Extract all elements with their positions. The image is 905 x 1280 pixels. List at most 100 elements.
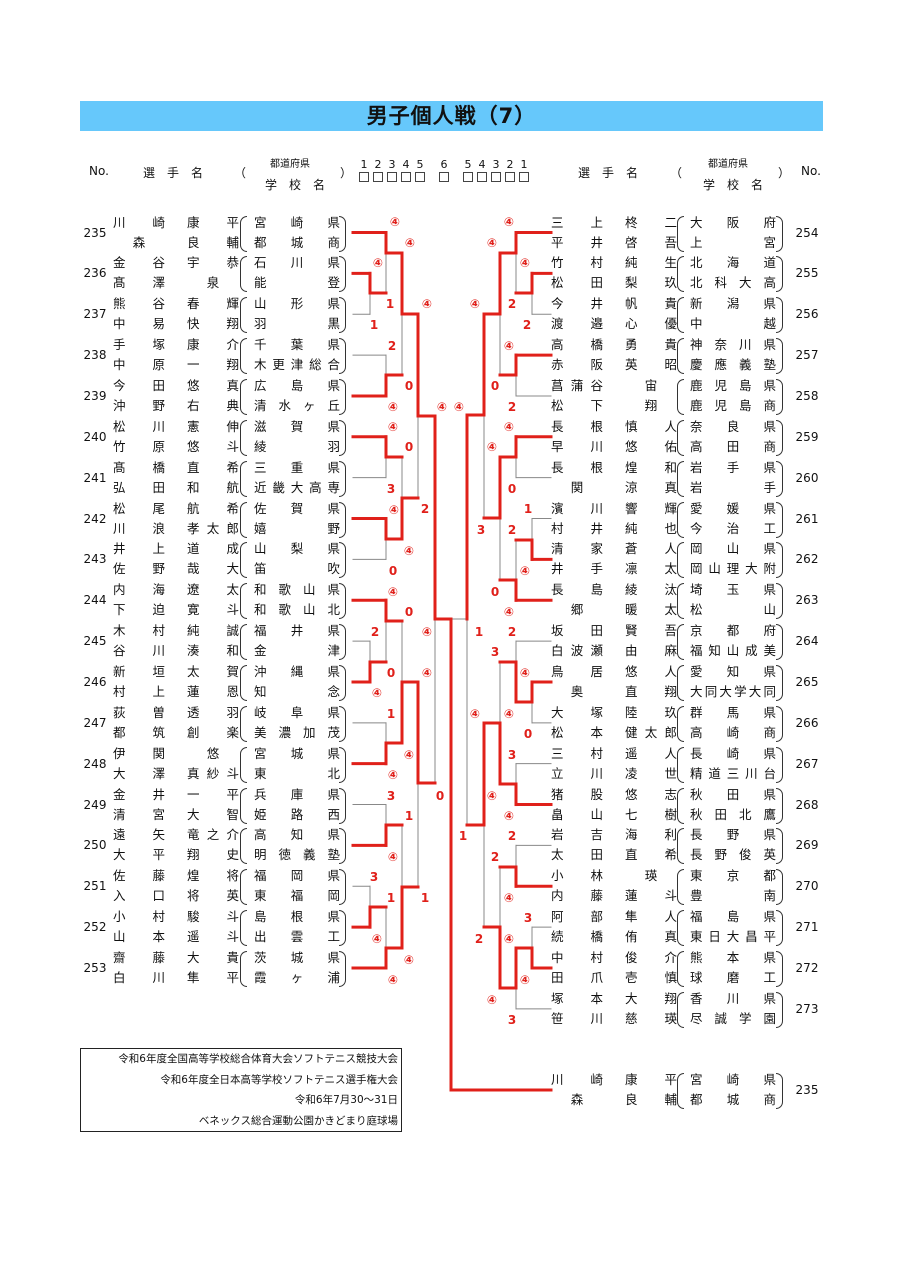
player-given-name: 俊介 <box>625 949 677 965</box>
school-name: 清水ヶ丘 <box>254 397 340 413</box>
player-given-name: 康平 <box>625 1072 677 1087</box>
paren-close <box>339 215 346 252</box>
player-name: 松下翔 <box>551 396 677 416</box>
paren-open <box>677 664 684 701</box>
player-given-name: 直翔 <box>625 683 677 699</box>
match-score: ④ <box>421 666 433 680</box>
player-name: 佐藤煌将 <box>113 866 239 886</box>
player-name: 井手凛太 <box>551 559 677 579</box>
player-name: 関涼真 <box>551 478 677 498</box>
match-score: ④ <box>421 297 433 311</box>
player-surname: 大平 <box>113 847 165 863</box>
player-surname: 齋藤 <box>113 949 165 965</box>
match-score: ④ <box>519 256 531 270</box>
match-score: 1 <box>404 809 414 823</box>
player-surname: 畠山 <box>551 806 603 822</box>
player-name: 立川凌世 <box>551 764 677 784</box>
player-name: 長根慎人 <box>551 417 677 437</box>
player-surname: 弘田 <box>113 479 165 495</box>
player-name: 遠矢竜之介 <box>113 825 239 845</box>
player-name: 小村駿斗 <box>113 907 239 927</box>
player-name: 白波瀬由麻 <box>551 641 677 661</box>
entry-number: 266 <box>795 715 819 730</box>
school-name: 今治工 <box>690 520 776 536</box>
entry-number: 254 <box>795 225 819 240</box>
player-given-name: 純生 <box>625 255 677 271</box>
paren-close <box>776 378 783 415</box>
header-player-left: 選 手 名 <box>143 166 204 180</box>
player-name: 渡邉心優 <box>551 314 677 334</box>
player-given-name: 孝太郎 <box>187 520 239 536</box>
paren-close <box>776 787 783 824</box>
player-name: 齋藤大貴 <box>113 948 239 968</box>
paren-open <box>677 542 684 579</box>
round-number: 3 <box>388 158 396 171</box>
score-box-icon <box>463 172 473 182</box>
player-given-name: 宇恭 <box>187 255 239 271</box>
player-surname: 塚本 <box>551 990 603 1006</box>
match-score: 3 <box>386 482 396 496</box>
player-name: 白川隼平 <box>113 968 239 988</box>
match-score: 1 <box>385 297 395 311</box>
match-score: ④ <box>453 400 465 414</box>
player-given-name: 煌将 <box>187 868 239 884</box>
player-name: 長根煌和 <box>551 458 677 478</box>
player-surname: 伊関 <box>113 745 165 761</box>
match-score: 2 <box>490 850 500 864</box>
player-surname: 鳥居 <box>551 663 603 679</box>
player-surname: 郷 <box>570 602 584 618</box>
event-venue: ベネックス総合運動公園かきどまり庭球場 <box>198 1114 398 1127</box>
school-name: 秋田北鷹 <box>690 806 776 822</box>
entry-number: 264 <box>795 634 819 649</box>
player-given-name: 隼人 <box>625 909 677 925</box>
player-name: 中原一翔 <box>113 355 239 375</box>
paren-open <box>240 378 247 415</box>
player-given-name: 悠佑 <box>625 438 677 454</box>
entry-number: 273 <box>795 1001 819 1016</box>
player-surname: 長島 <box>551 582 603 598</box>
entry-number: 253 <box>83 960 107 975</box>
prefecture: 群馬県 <box>690 704 776 720</box>
prefecture: 長野県 <box>690 827 776 843</box>
match-score: ④ <box>372 256 384 270</box>
player-given-name: 翔 <box>644 397 658 413</box>
player-name: 太田直希 <box>551 845 677 865</box>
player-given-name: 大翔 <box>625 990 677 1006</box>
paren-open <box>677 378 684 415</box>
paren-close <box>339 501 346 538</box>
entry-number: 272 <box>795 960 819 975</box>
match-score: 0 <box>404 605 414 619</box>
school-name: 中越 <box>690 316 776 332</box>
match-score: ④ <box>403 748 415 762</box>
player-surname: 三上 <box>551 214 603 230</box>
player-name: 金谷宇恭 <box>113 253 239 273</box>
match-score: 1 <box>386 707 396 721</box>
school-name: 知念 <box>254 683 340 699</box>
player-surname: 新垣 <box>113 663 165 679</box>
player-name: 都筑創楽 <box>113 723 239 743</box>
player-name: 田爪壱慎 <box>551 968 677 988</box>
match-score: ④ <box>436 400 448 414</box>
entry-number: 263 <box>795 593 819 608</box>
player-name: 長島 綾汰 <box>551 580 677 600</box>
player-given-name: 綾汰 <box>625 582 677 598</box>
player-given-name: 寛斗 <box>187 602 239 618</box>
player-surname: 熊谷 <box>113 296 165 312</box>
player-name: 入口将英 <box>113 886 239 906</box>
entry-number: 257 <box>795 348 819 363</box>
player-surname: 村井 <box>551 520 603 536</box>
paren-open <box>240 664 247 701</box>
player-surname: 髙澤 <box>113 275 165 291</box>
match-score: 2 <box>522 318 532 332</box>
match-score: 1 <box>420 891 430 905</box>
paren-open <box>677 419 684 456</box>
player-name: 中易快翔 <box>113 314 239 334</box>
paren-open <box>677 991 684 1028</box>
